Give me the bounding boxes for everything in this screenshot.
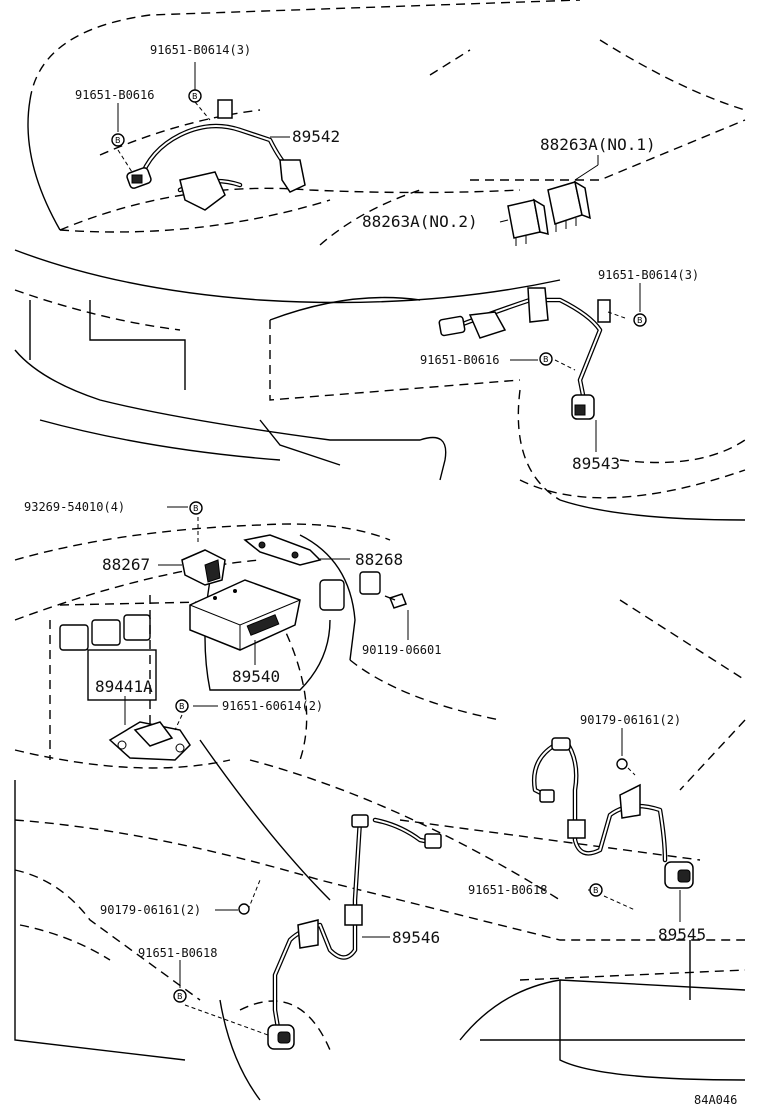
relay-no2: [507, 198, 549, 246]
label-relay-no1: 88263A(NO.1): [540, 135, 656, 154]
svg-text:B: B: [637, 316, 643, 325]
part-labels: 91651-B0614(3) 91651-B0616 89542 88263A(…: [24, 43, 737, 1107]
bolt-symbol: B: [633, 313, 647, 327]
label-89542: 89542: [292, 127, 340, 146]
ecu-89540: [189, 579, 301, 651]
label-88268: 88268: [355, 550, 403, 569]
svg-text:B: B: [192, 92, 198, 101]
bolt-symbol: B: [175, 699, 189, 713]
svg-text:B: B: [193, 504, 199, 513]
svg-text:B: B: [593, 886, 599, 895]
sensor-89546-harness: [267, 814, 442, 1050]
svg-text:B: B: [177, 992, 183, 1001]
label-89540: 89540: [232, 667, 280, 686]
clip-symbol: [238, 903, 250, 915]
clip-symbol: [616, 758, 628, 770]
bolt-symbol: B: [111, 133, 125, 147]
sensor-89542-harness: [126, 99, 306, 211]
label-clip-right: 90179-06161(2): [580, 713, 681, 727]
svg-text:B: B: [179, 702, 185, 711]
bracket-88268: [243, 534, 322, 566]
sensor-89543-harness: [438, 287, 611, 420]
label-bolt-b-right: 91651-B0616: [420, 353, 499, 367]
bolt-symbol: B: [539, 352, 553, 366]
svg-text:B: B: [115, 136, 121, 145]
leader-lines: [117, 62, 681, 1036]
sensor-89441a: [108, 721, 191, 761]
bolt-symbol: B: [173, 989, 187, 1003]
svg-text:B: B: [543, 355, 549, 364]
bolt-symbol: B: [589, 883, 603, 897]
label-nut-93269: 93269-54010(4): [24, 500, 125, 514]
label-89441a: 89441A: [95, 677, 153, 696]
label-clip-left: 90179-06161(2): [100, 903, 201, 917]
label-bolt-b-top: 91651-B0616: [75, 88, 154, 102]
label-88267: 88267: [102, 555, 150, 574]
screw-90119: [384, 593, 407, 609]
bracket-88267: [181, 549, 226, 586]
bolt-symbol: B: [189, 501, 203, 515]
label-relay-no2: 88263A(NO.2): [362, 212, 478, 231]
relay-no1: [547, 180, 591, 232]
label-bolt-a-right: 91651-B0614(3): [598, 268, 699, 282]
label-89543: 89543: [572, 454, 620, 473]
label-bolt-b0618-left: 91651-B0618: [138, 946, 217, 960]
label-89545: 89545: [658, 925, 706, 944]
label-bolt-60614: 91651-60614(2): [222, 699, 323, 713]
sensor-89545-harness: [531, 737, 694, 889]
fastener-symbols: B B B B B B B B: [111, 89, 647, 1003]
label-89546: 89546: [392, 928, 440, 947]
label-bolt-a-top: 91651-B0614(3): [150, 43, 251, 57]
label-bolt-b0618-right: 91651-B0618: [468, 883, 547, 897]
label-screw-90119: 90119-06601: [362, 643, 441, 657]
diagram-code: 84A046: [694, 1093, 737, 1107]
bolt-symbol: B: [188, 89, 202, 103]
